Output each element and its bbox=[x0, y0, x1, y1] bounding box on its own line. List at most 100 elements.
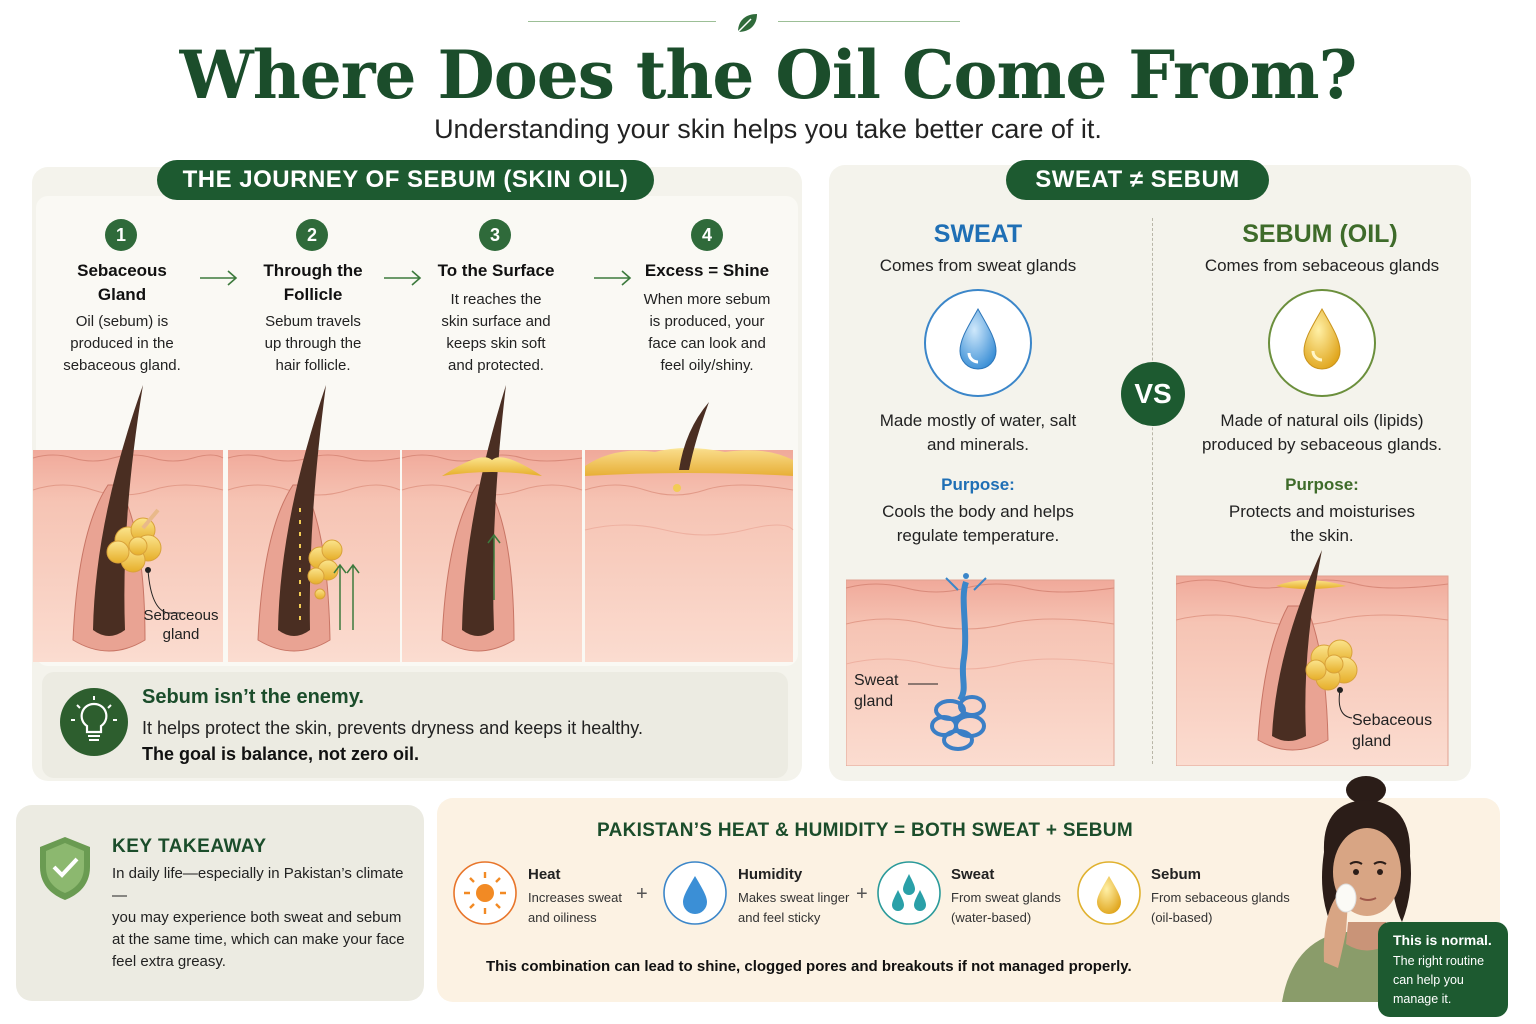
page-subtitle: Understanding your skin helps you take b… bbox=[434, 114, 1102, 144]
sebum-source: Comes from sebaceous glands bbox=[1204, 256, 1440, 275]
step-desc-line: face can look and bbox=[648, 335, 766, 352]
key-takeaway-line: In daily life—especially in Pakistan’s c… bbox=[112, 865, 404, 904]
step-number: 4 bbox=[691, 219, 723, 251]
callout-emphasis: The goal is balance, not zero oil. bbox=[142, 744, 420, 764]
key-takeaway-text: In daily life—especially in Pakistan’s c… bbox=[112, 863, 412, 973]
sweat-purpose-label: Purpose: bbox=[941, 475, 1015, 494]
sweat-composition-line: and minerals. bbox=[926, 435, 1030, 454]
step-desc-line: When more sebum bbox=[643, 291, 771, 308]
factor-desc-line: and oiliness bbox=[528, 910, 597, 925]
key-takeaway-line: feel extra greasy. bbox=[112, 953, 226, 970]
normal-note-line: can help you bbox=[1393, 973, 1464, 987]
step-number: 1 bbox=[105, 219, 137, 251]
sebaceous-gland-diagram bbox=[1176, 550, 1449, 766]
step-title: To the Surface bbox=[420, 259, 572, 283]
sebum-gland-label: Sebaceous gland bbox=[1352, 710, 1432, 752]
step-desc-line: sebaceous gland. bbox=[63, 357, 181, 374]
plus-sign: + bbox=[856, 883, 868, 905]
skin-diagram-step-3 bbox=[401, 385, 583, 662]
vs-badge: VS bbox=[1121, 362, 1185, 426]
step-desc-line: up through the bbox=[264, 335, 362, 352]
step-desc-line: Oil (sebum) is bbox=[75, 313, 169, 330]
step-title-line: Excess = Shine bbox=[644, 261, 770, 280]
step-desc-line: It reaches the bbox=[450, 291, 542, 308]
sweat-composition-line: Made mostly of water, salt bbox=[879, 411, 1077, 430]
step-title: Through the Follicle bbox=[243, 259, 383, 307]
sebum-purpose-label: Purpose: bbox=[1285, 475, 1359, 494]
normal-note-text: The right routine can help you manage it… bbox=[1393, 952, 1484, 1009]
factor-desc-line: From sweat glands bbox=[951, 890, 1061, 905]
versus-heading: SWEAT ≠ SEBUM bbox=[1006, 160, 1269, 200]
arrow-right-icon bbox=[594, 270, 632, 286]
factor-name: Sebum bbox=[1151, 866, 1202, 883]
skin-diagram-step-1 bbox=[33, 385, 224, 662]
step-title-line: Through the bbox=[263, 261, 363, 280]
step-desc-line: keeps skin soft bbox=[446, 335, 546, 352]
gland-label-line: gland bbox=[854, 693, 894, 710]
climate-footer: This combination can lead to shine, clog… bbox=[486, 958, 1132, 975]
shield-check-icon bbox=[40, 837, 90, 900]
step-description: When more sebum is produced, your face c… bbox=[622, 289, 792, 377]
sebum-composition-line: produced by sebaceous glands. bbox=[1201, 435, 1443, 454]
sweat-purpose-line: Cools the body and helps bbox=[882, 502, 1074, 521]
leaf-icon bbox=[737, 14, 757, 33]
sweat-composition: Made mostly of water, salt and minerals. bbox=[848, 409, 1108, 457]
lightbulb-icon bbox=[60, 688, 128, 756]
sweat-purpose: Cools the body and helps regulate temper… bbox=[848, 500, 1108, 548]
factor-desc: Increases sweat and oiliness bbox=[528, 888, 622, 928]
water-drop-icon bbox=[663, 861, 727, 925]
sweat-purpose-line: regulate temperature. bbox=[896, 526, 1060, 545]
sweat-drops-icon bbox=[877, 861, 941, 925]
oil-drop-icon bbox=[1077, 861, 1141, 925]
callout-text: It helps protect the skin, prevents dryn… bbox=[142, 718, 643, 738]
gland-label-line: Sebaceous bbox=[143, 607, 219, 624]
arrow-right-icon bbox=[384, 270, 422, 286]
factor-name: Heat bbox=[528, 866, 561, 883]
callout-title: Sebum isn’t the enemy. bbox=[142, 686, 364, 708]
step-desc-line: hair follicle. bbox=[275, 357, 351, 374]
step-title: Excess = Shine bbox=[622, 259, 792, 283]
normal-note-title: This is normal. bbox=[1393, 932, 1492, 948]
factor-desc-line: (oil-based) bbox=[1151, 910, 1213, 925]
gland-label-line: gland bbox=[162, 626, 200, 643]
step-desc-line: feel oily/shiny. bbox=[660, 357, 754, 374]
step-desc-line: Sebum travels bbox=[265, 313, 361, 330]
step-desc-line: produced in the bbox=[70, 335, 174, 352]
sebum-purpose: Protects and moisturises the skin. bbox=[1180, 500, 1464, 548]
step-title: Sebaceous Gland bbox=[52, 259, 192, 307]
sweat-gland-diagram bbox=[846, 573, 1115, 766]
oil-drop-icon bbox=[1268, 289, 1376, 397]
step-description: It reaches the skin surface and keeps sk… bbox=[416, 289, 576, 377]
factor-name: Sweat bbox=[951, 866, 995, 883]
sun-icon bbox=[453, 861, 517, 925]
normal-note-line: The right routine bbox=[1393, 954, 1485, 968]
factor-desc-line: Makes sweat linger bbox=[738, 890, 850, 905]
step-description: Sebum travels up through the hair follic… bbox=[233, 311, 393, 377]
factor-desc: From sweat glands (water-based) bbox=[951, 888, 1061, 928]
step-number: 2 bbox=[296, 219, 328, 251]
step-desc-line: is produced, your bbox=[649, 313, 765, 330]
sebum-callout bbox=[42, 672, 788, 778]
gland-label-line: gland bbox=[1352, 733, 1392, 750]
factor-desc-line: (water-based) bbox=[951, 910, 1032, 925]
skin-diagram-step-2 bbox=[227, 385, 401, 662]
climate-title: PAKISTAN’S HEAT & HUMIDITY = BOTH SWEAT … bbox=[597, 820, 1133, 841]
normal-note bbox=[1378, 922, 1508, 1017]
versus-divider bbox=[1152, 218, 1153, 764]
journey-heading: THE JOURNEY OF SEBUM (SKIN OIL) bbox=[157, 160, 654, 200]
sweat-gland-label: Sweat gland bbox=[854, 670, 898, 712]
sweat-title: SWEAT bbox=[933, 220, 1023, 248]
gland-label-line: Sebaceous bbox=[1352, 712, 1433, 729]
step-number: 3 bbox=[479, 219, 511, 251]
header-rule-right bbox=[778, 21, 960, 22]
sebum-composition: Made of natural oils (lipids) produced b… bbox=[1180, 409, 1464, 457]
sebum-purpose-line: the skin. bbox=[1290, 526, 1354, 545]
factor-desc-line: Increases sweat bbox=[528, 890, 622, 905]
sebaceous-gland-label: Sebaceous gland bbox=[141, 606, 221, 644]
factor-desc-line: From sebaceous glands bbox=[1151, 890, 1290, 905]
step-description: Oil (sebum) is produced in the sebaceous… bbox=[42, 311, 202, 377]
step-title-line: Sebaceous bbox=[77, 261, 167, 280]
step-desc-line: and protected. bbox=[448, 357, 544, 374]
woman-illustration bbox=[1282, 776, 1462, 1002]
header-rule-left bbox=[528, 21, 716, 22]
